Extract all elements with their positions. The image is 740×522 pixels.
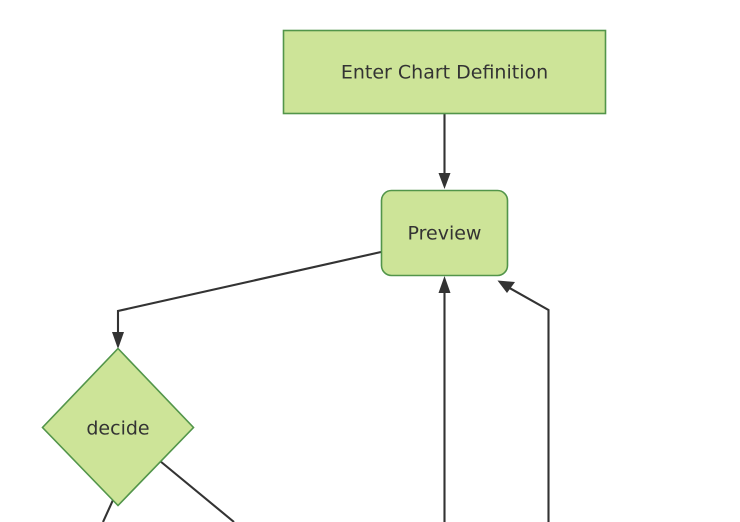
edge-offscreen-right-to-preview bbox=[497, 280, 550, 522]
arrowhead-icon bbox=[112, 332, 124, 349]
edge-decide-left-down bbox=[102, 499, 114, 522]
edge-enter-to-preview bbox=[438, 114, 451, 189]
edge-preview-to-decide bbox=[112, 250, 382, 349]
node-preview[interactable]: Preview bbox=[380, 189, 509, 277]
arrowhead-icon bbox=[497, 280, 515, 293]
edge-line bbox=[102, 499, 114, 522]
node-shape-diamond[interactable] bbox=[41, 347, 195, 507]
node-decide[interactable]: decide bbox=[41, 347, 195, 507]
edge-line bbox=[159, 460, 235, 522]
edge-offscreen-center-to-preview bbox=[438, 276, 451, 522]
node-shape-rectangle[interactable] bbox=[282, 29, 607, 115]
edge-decide-right-down bbox=[159, 460, 235, 522]
node-enter-chart-definition[interactable]: Enter Chart Definition bbox=[282, 29, 607, 115]
node-shape-rounded-rectangle[interactable] bbox=[380, 189, 509, 277]
arrowhead-icon bbox=[438, 173, 451, 189]
edge-line bbox=[116, 250, 382, 339]
edge-line bbox=[505, 285, 550, 522]
arrowhead-icon bbox=[438, 276, 451, 293]
